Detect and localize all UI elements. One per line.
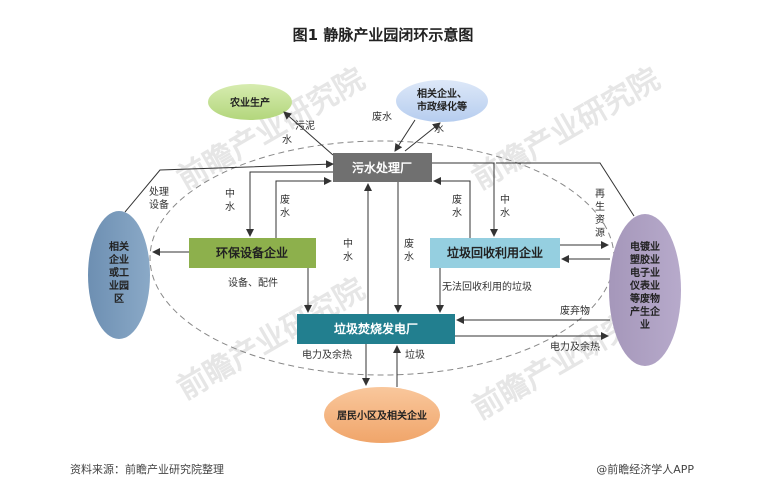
incineration-box	[297, 314, 455, 344]
waste-material-label: 废弃物	[560, 304, 590, 317]
flow-arrows	[124, 111, 635, 387]
svg-text:前瞻产业研究院: 前瞻产业研究院	[467, 62, 666, 197]
svg-text:或工: 或工	[109, 266, 129, 279]
svg-text:水: 水	[404, 251, 414, 263]
svg-text:水: 水	[343, 251, 353, 263]
power-heat-bottom-label: 电力及余热	[302, 348, 352, 361]
svg-text:废: 废	[452, 193, 462, 206]
svg-text:水: 水	[452, 207, 462, 219]
svg-text:水: 水	[225, 201, 235, 213]
water-top-label: 水	[434, 123, 444, 135]
svg-text:废: 废	[404, 237, 414, 250]
svg-text:废: 废	[280, 193, 290, 206]
svg-text:中: 中	[500, 193, 510, 206]
wastewater-mid-label: 废 水	[404, 237, 414, 263]
svg-text:企业: 企业	[108, 253, 129, 266]
water-agri-label: 水	[282, 134, 292, 146]
svg-text:中: 中	[343, 237, 353, 250]
municipal-label-2: 市政绿化等	[417, 100, 467, 113]
svg-text:电子业: 电子业	[630, 266, 660, 279]
svg-text:等废物: 等废物	[630, 292, 660, 305]
recycled-water-right-label: 中 水	[500, 193, 510, 219]
recycled-water-left-label: 中 水	[225, 187, 235, 213]
agriculture-node	[208, 84, 292, 120]
svg-text:业: 业	[640, 318, 650, 331]
svg-text:电镀业: 电镀业	[630, 240, 660, 253]
municipal-label-1: 相关企业、	[417, 87, 467, 100]
svg-text:设备: 设备	[149, 198, 169, 211]
source-note: 资料来源：前瞻产业研究院整理	[70, 462, 224, 476]
sludge-label: 污泥	[295, 119, 315, 132]
equipment-parts-label: 设备、配件	[228, 276, 278, 289]
eco-equipment-box	[189, 238, 316, 268]
page-title: 图1 静脉产业园闭环示意图	[293, 26, 474, 44]
credit-note: @前瞻经济学人APP	[596, 462, 694, 476]
svg-text:水: 水	[500, 207, 510, 219]
renewable-resources-label: 再 生 资 源	[595, 188, 605, 239]
industrial-park-label: 相关 企业 或工 业园 区	[108, 240, 129, 305]
svg-text:产生企: 产生企	[630, 305, 661, 318]
unrecyclable-waste-label: 无法回收利用的垃圾	[442, 280, 532, 293]
sewage-plant-box	[333, 153, 432, 182]
sewage-plant-label: 污水处理厂	[352, 160, 412, 175]
eco-equipment-label: 环保设备企业	[216, 245, 288, 260]
svg-text:中: 中	[225, 187, 235, 200]
svg-text:仪表业: 仪表业	[629, 279, 660, 292]
incineration-label: 垃圾焚烧发电厂	[334, 321, 418, 336]
wastewater-left-label: 废 水	[280, 193, 290, 219]
industrial-park-node	[88, 211, 150, 339]
svg-text:业园: 业园	[109, 279, 129, 292]
power-heat-right-label: 电力及余热	[550, 340, 600, 353]
wastewater-top-label: 废水	[372, 110, 392, 123]
svg-text:相关: 相关	[109, 240, 129, 253]
garbage-label: 垃圾	[405, 348, 425, 361]
residential-node	[324, 387, 440, 443]
agriculture-label: 农业生产	[229, 96, 270, 109]
waste-recycle-label: 垃圾回收利用企业	[447, 245, 543, 260]
svg-text:再: 再	[595, 188, 605, 200]
industries-label: 电镀业 塑胶业 电子业 仪表业 等废物 产生企 业	[629, 240, 661, 331]
svg-text:生: 生	[595, 200, 605, 213]
svg-text:处理: 处理	[149, 186, 169, 198]
municipal-node	[396, 80, 488, 122]
svg-text:塑胶业: 塑胶业	[630, 253, 660, 266]
svg-text:区: 区	[114, 293, 124, 305]
industries-node	[609, 214, 681, 366]
processing-equipment-label: 处理 设备	[149, 186, 169, 211]
svg-text:水: 水	[280, 207, 290, 219]
waste-recycle-box	[430, 238, 560, 268]
residential-label: 居民小区及相关企业	[337, 409, 427, 422]
svg-text:源: 源	[595, 226, 605, 239]
recycled-water-mid-label: 中 水	[343, 237, 353, 263]
svg-text:资: 资	[595, 214, 605, 226]
wastewater-right-label: 废 水	[452, 193, 462, 219]
